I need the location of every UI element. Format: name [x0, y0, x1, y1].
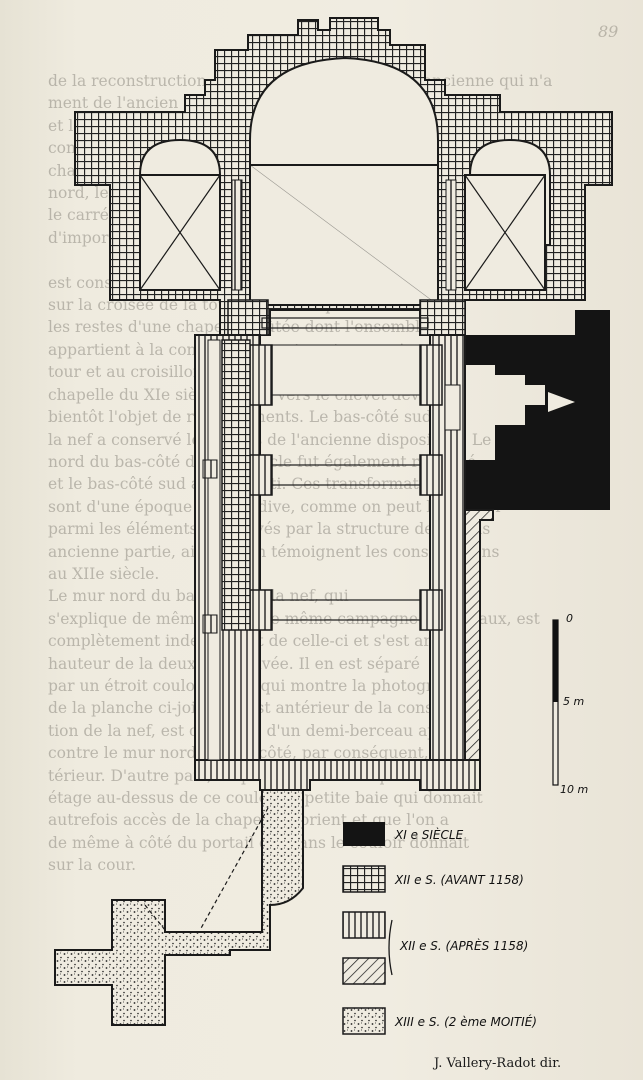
- legend-label-xiii: XIII e S. (2 ème MOITIÉ): [394, 1014, 537, 1029]
- legend-brace: [388, 919, 393, 976]
- bleed-text-line: parmi les éléments conservés par la stru…: [48, 520, 491, 539]
- east-end-xii-before-1158: [74, 17, 613, 336]
- bleed-text-line: au XIIe siècle.: [48, 564, 160, 583]
- legend-swatch-xiii: [342, 1007, 386, 1035]
- legend-label-xi: XI e SIÈCLE: [394, 827, 464, 842]
- scale-label-0: 0: [566, 612, 573, 625]
- illustration-credit: J. Vallery-Radot dir.: [434, 1056, 562, 1071]
- bleed-text-line: s'explique de même par cette même campag…: [48, 609, 540, 628]
- bleed-text-line: tion de la nef, est constitué d'un demi-…: [48, 721, 476, 740]
- bleed-text-line: sur la cour.: [48, 856, 137, 875]
- page-number: 89: [598, 22, 619, 41]
- bleed-text-line: la nef a conservé les traces de l'ancien…: [48, 430, 529, 449]
- legend-label-xii-after: XII e S. (APRÈS 1158): [399, 938, 528, 953]
- xi-century-chapel: [465, 310, 610, 510]
- legend-swatch-xi: [343, 822, 385, 846]
- nave-xii-after-1158: [194, 317, 481, 791]
- scale-bar: 0 5 m 10 m: [552, 612, 588, 796]
- xiii-century-addition: [54, 781, 304, 1026]
- bleed-text-line: par un étroit couloir voûté qui montre l…: [48, 676, 477, 695]
- bleed-text-line: ancienne partie, ainsi qu'en témoignent …: [48, 542, 500, 561]
- scale-label-5m: 5 m: [563, 695, 584, 708]
- bleed-text-line: sont d'une époque plus tardive, comme on…: [48, 497, 503, 516]
- legend-swatch-xii-before: [342, 865, 386, 893]
- bleed-text-line: complètement indépendant de celle-ci et …: [48, 632, 477, 651]
- legend-label-xii-before: XII e S. (AVANT 1158): [394, 873, 524, 887]
- legend-swatch-xii-after: [342, 911, 386, 939]
- legend: XI e SIÈCLE XII e S. (AVANT 1158) XII e …: [342, 822, 537, 1035]
- scale-label-10m: 10 m: [560, 783, 588, 796]
- legend-swatch-xii-after-2: [342, 957, 386, 985]
